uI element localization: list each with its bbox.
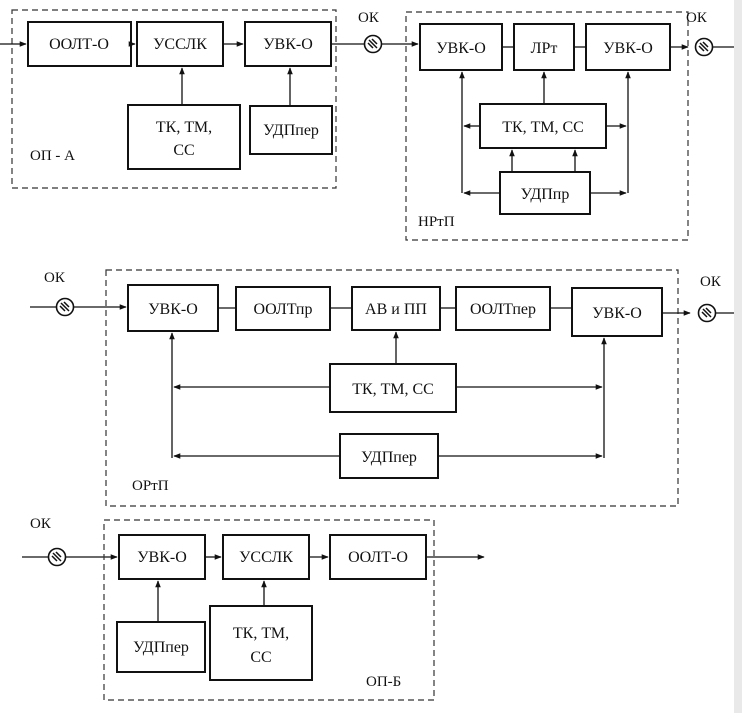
op-b-ussclk-label: УССЛК — [239, 549, 293, 566]
ortp-tk-label: ТК, ТМ, СС — [352, 381, 434, 398]
op-b-frame — [103, 519, 435, 701]
op-b-oolt-o-label: ООЛТ-О — [348, 549, 408, 566]
op-a-section-label: ОП - А — [30, 148, 75, 164]
op-b-tk-box — [209, 605, 313, 681]
optical-connector-icon — [694, 37, 714, 57]
op-a-oolt-o-box — [27, 21, 132, 67]
nrtp-tk-box — [479, 103, 607, 149]
ok-label-bottom-left: ОК — [30, 516, 52, 532]
ok-label-top-right: ОК — [686, 10, 708, 26]
nrtp-section-label: НРтП — [418, 214, 455, 230]
nrtp-udp-label: УДПпр — [521, 186, 570, 203]
optical-connector-icon — [363, 34, 383, 54]
section-nrtp: УВК-О ЛРт УВК-О ТК, ТМ, СС УДПпр НРтП — [405, 11, 689, 241]
op-b-udp-box — [116, 621, 206, 673]
ok-label-mid-right: ОК — [700, 274, 722, 290]
nrtp-udp-box — [499, 171, 591, 215]
ortp-av-pp-label: АВ и ПП — [365, 301, 427, 318]
ortp-frame — [105, 269, 679, 507]
ok-label-mid-left: ОК — [44, 270, 66, 286]
section-op-a: ООЛТ-О УССЛК УВК-О ТК, ТМ, СС УДПпер ОП … — [0, 9, 337, 189]
op-a-ussclk-label: УССЛК — [153, 36, 207, 53]
ortp-oolt-per-box — [455, 286, 551, 331]
op-a-frame — [11, 9, 337, 189]
nrtp-lrt-label: ЛРт — [531, 40, 558, 57]
optical-connector-icon — [47, 547, 67, 567]
ortp-section-label: ОРтП — [132, 478, 169, 494]
ortp-oolt-pr-label: ООЛТпр — [254, 301, 313, 318]
ok-label-top-mid: ОК — [358, 10, 380, 26]
page-edge-shadow — [734, 0, 742, 713]
ortp-uvk-o-right-box — [571, 287, 663, 337]
ortp-tk-box — [329, 363, 457, 413]
ortp-udp-label: УДПпер — [361, 449, 417, 466]
ortp-uvk-o-right-label: УВК-О — [592, 305, 642, 322]
section-ortp: УВК-О ООЛТпр АВ и ПП ООЛТпер УВК-О ТК, Т… — [105, 269, 679, 507]
ortp-uvk-o-left-label: УВК-О — [148, 301, 198, 318]
op-a-tk-label-line1: ТК, ТМ, — [156, 119, 212, 136]
op-b-tk-label-line1: ТК, ТМ, — [233, 625, 289, 642]
nrtp-uvk-o-right-label: УВК-О — [603, 40, 653, 57]
op-b-uvk-o-box — [118, 534, 206, 580]
op-a-uvk-o-label: УВК-О — [263, 36, 313, 53]
section-op-b: УВК-О УССЛК ООЛТ-О УДПпер ТК, ТМ, СС ОП-… — [103, 519, 435, 701]
ortp-oolt-per-label: ООЛТпер — [470, 301, 536, 318]
op-a-tk-box — [127, 104, 241, 170]
op-a-oolt-o-label: ООЛТ-О — [49, 36, 109, 53]
optical-connector-icon — [55, 297, 75, 317]
op-a-udp-label: УДПпер — [263, 122, 319, 139]
nrtp-tk-label: ТК, ТМ, СС — [502, 119, 584, 136]
op-b-tk-label-line2: СС — [250, 649, 271, 666]
op-a-tk-label-line2: СС — [173, 142, 194, 159]
op-b-section-label: ОП-Б — [366, 674, 401, 690]
optical-connector-icon — [697, 303, 717, 323]
nrtp-uvk-o-left-label: УВК-О — [436, 40, 486, 57]
op-a-udp-box — [249, 105, 333, 155]
op-a-uvk-o-box — [244, 21, 332, 67]
op-b-uvk-o-label: УВК-О — [137, 549, 187, 566]
nrtp-frame — [405, 11, 689, 241]
ortp-udp-box — [339, 433, 439, 479]
op-b-udp-label: УДПпер — [133, 639, 189, 656]
